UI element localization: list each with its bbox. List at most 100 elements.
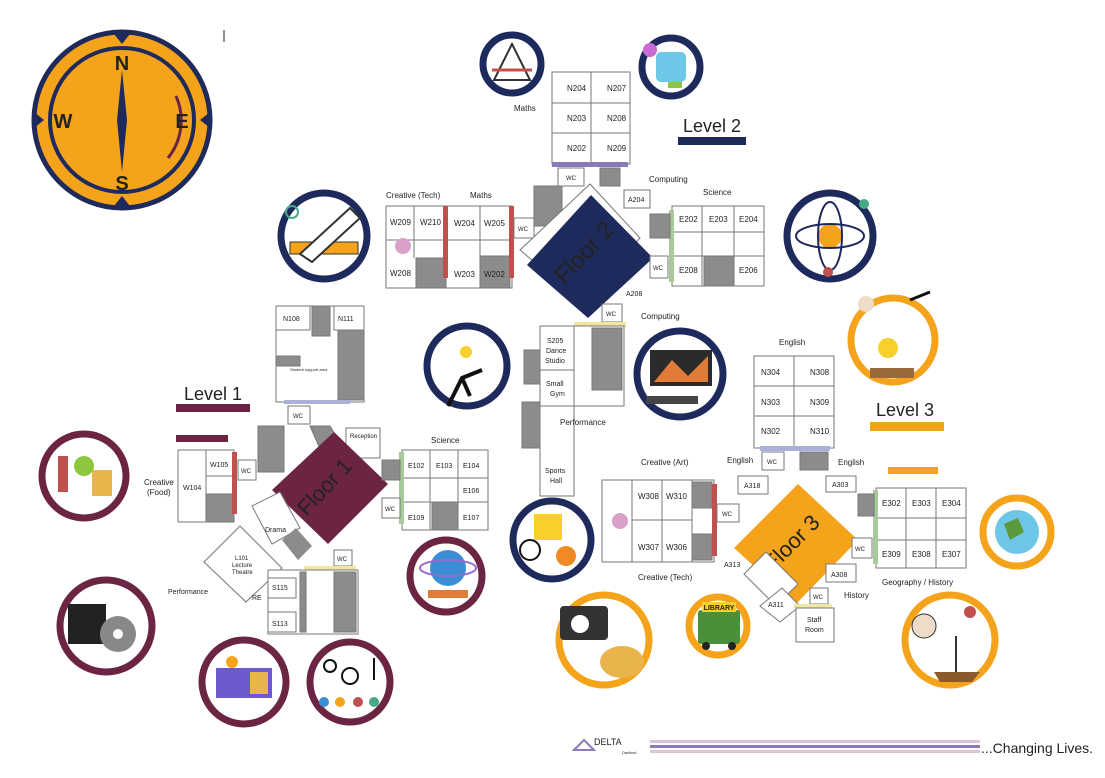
room-N209: N209 xyxy=(607,144,627,153)
room-A311: A311 xyxy=(768,602,784,609)
religion-icon xyxy=(306,638,394,726)
library-label: LIBRARY xyxy=(704,605,735,612)
food-icon xyxy=(38,430,130,522)
room-N204: N204 xyxy=(567,84,587,93)
room-S115: S115 xyxy=(272,585,288,592)
room-W105: W105 xyxy=(210,462,228,469)
room-N303: N303 xyxy=(761,398,781,407)
wc-f3-south: WC xyxy=(813,595,824,601)
label-creative-food-2: (Food) xyxy=(147,488,171,497)
label-history: History xyxy=(844,591,869,600)
label-english-top: English xyxy=(779,338,805,347)
floor3-plan: English N304 N308 N303 N309 N302 N310 WC… xyxy=(601,338,967,643)
label-creative-art: Creative (Art) xyxy=(641,458,689,467)
room-N208: N208 xyxy=(607,114,627,123)
compass-w: W xyxy=(54,111,73,133)
compass-n: N xyxy=(115,53,129,75)
floor1-plan: N108 N111 Student support area WC Recept… xyxy=(144,305,489,635)
label-dance-3: Studio xyxy=(545,358,565,365)
library-bus-icon: LIBRARY xyxy=(685,593,751,659)
room-E308: E308 xyxy=(912,550,931,559)
wc-f2-east: WC xyxy=(653,266,664,272)
room-W208: W208 xyxy=(390,269,411,278)
compass: N S W E xyxy=(31,29,213,211)
label-creative-tech-f3: Creative (Tech) xyxy=(638,573,693,582)
label-lecture-2: Lecture xyxy=(232,563,253,569)
wc-f3-north: WC xyxy=(767,460,778,466)
english-lightbulb-icon xyxy=(847,290,939,386)
room-S113: S113 xyxy=(272,621,288,628)
label-performance-f1: Performance xyxy=(168,589,208,596)
dance-icon xyxy=(423,322,511,410)
room-N111: N111 xyxy=(338,316,354,323)
label-re: RE xyxy=(252,595,262,602)
level3-title: Level 3 xyxy=(876,400,934,420)
room-N202: N202 xyxy=(567,144,587,153)
room-W203: W203 xyxy=(454,270,475,279)
label-lecture-1: L101 xyxy=(235,556,249,562)
room-E206: E206 xyxy=(739,266,758,275)
label-maths-top: Maths xyxy=(514,104,536,113)
footer-logo-sub: Dartford xyxy=(622,750,636,755)
design-tech-icon xyxy=(277,189,371,283)
room-A208: A208 xyxy=(626,291,642,298)
maths-icon xyxy=(479,31,545,97)
room-A303: A303 xyxy=(832,482,848,489)
label-reception: Reception xyxy=(350,434,377,440)
room-E106: E106 xyxy=(463,488,479,495)
room-W204: W204 xyxy=(454,219,475,228)
label-dance-2: Dance xyxy=(546,348,566,355)
room-E202: E202 xyxy=(679,215,698,224)
room-W307: W307 xyxy=(638,543,659,552)
label-performance-f2: Performance xyxy=(560,418,606,427)
room-A318: A318 xyxy=(744,483,760,490)
room-W205: W205 xyxy=(484,219,505,228)
label-small-gym-2: Gym xyxy=(550,391,565,398)
wc-f2-top: WC xyxy=(566,176,577,182)
wc-f1-south: WC xyxy=(337,557,348,563)
room-E204: E204 xyxy=(739,215,758,224)
label-small-gym-1: Small xyxy=(546,381,564,388)
label-creative-food-1: Creative xyxy=(144,478,174,487)
history-icon xyxy=(901,591,999,689)
room-W104: W104 xyxy=(183,485,201,492)
wc-f1-east: WC xyxy=(385,507,396,513)
earth-icon xyxy=(979,494,1055,570)
room-A308: A308 xyxy=(831,572,847,579)
compass-e: E xyxy=(175,111,188,133)
room-E208: E208 xyxy=(679,266,698,275)
room-E307: E307 xyxy=(942,550,961,559)
computer-icon xyxy=(633,327,727,421)
sports-icon xyxy=(509,497,595,583)
room-W306: W306 xyxy=(666,543,687,552)
music-art-icon xyxy=(198,636,290,728)
room-W202: W202 xyxy=(484,270,505,279)
label-student-support: Student support area xyxy=(290,367,328,372)
room-E309: E309 xyxy=(882,550,901,559)
label-maths-f2: Maths xyxy=(470,191,492,200)
room-A313: A313 xyxy=(724,562,740,569)
science-atom-icon xyxy=(783,189,877,283)
level2-title: Level 2 xyxy=(683,116,741,136)
room-A204: A204 xyxy=(628,197,644,204)
room-N207: N207 xyxy=(607,84,627,93)
label-dance-1: S205 xyxy=(547,338,563,345)
label-creative-tech-f2: Creative (Tech) xyxy=(386,191,441,200)
wc-f1-north: WC xyxy=(293,414,304,420)
footer: DELTA Dartford ...Changing Lives. xyxy=(571,737,1093,756)
floor2-plan: N204 N207 N203 N208 N202 N209 Maths WC C… xyxy=(385,71,765,497)
room-E303: E303 xyxy=(912,499,931,508)
label-computing-bottom: Computing xyxy=(641,312,680,321)
room-N309: N309 xyxy=(810,398,830,407)
compass-s: S xyxy=(115,173,128,195)
wc-f2-west: WC xyxy=(518,227,529,233)
room-W308: W308 xyxy=(638,492,659,501)
label-english-left: English xyxy=(727,456,753,465)
room-E302: E302 xyxy=(882,499,901,508)
label-computing-top: Computing xyxy=(649,175,688,184)
room-W209: W209 xyxy=(390,218,411,227)
label-staff-2: Room xyxy=(805,627,824,634)
room-E104: E104 xyxy=(463,463,479,470)
room-E103: E103 xyxy=(436,463,452,470)
